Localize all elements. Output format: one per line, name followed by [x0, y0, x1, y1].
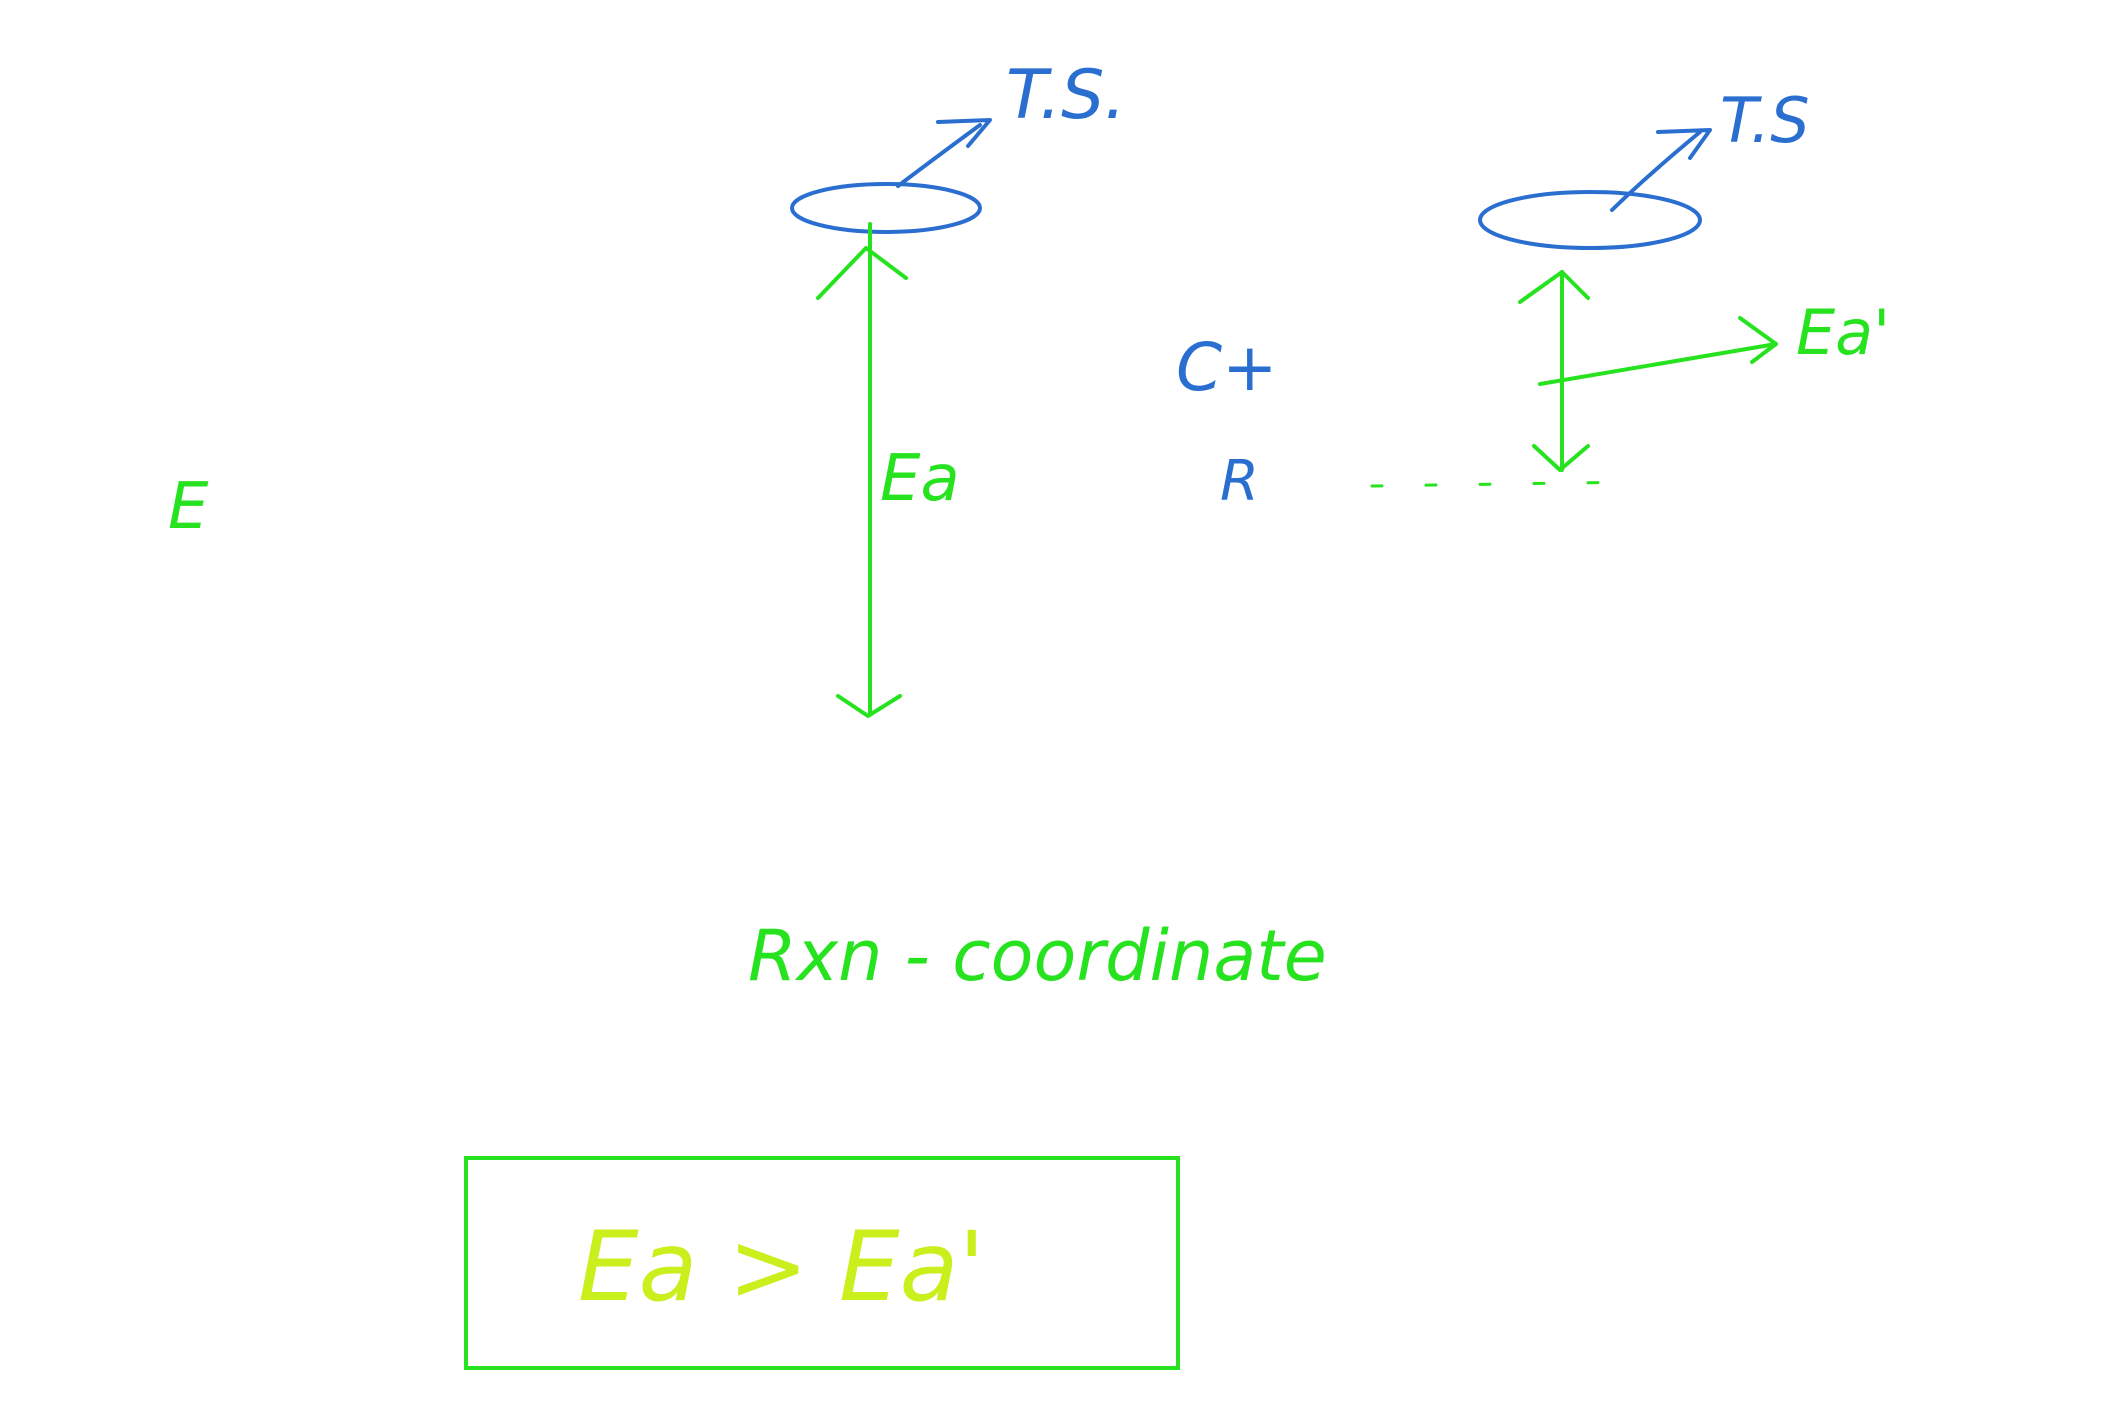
- ts-left-ellipse: [790, 182, 982, 234]
- reactant-level-dashes: [1370, 480, 1638, 488]
- ea-right-label: Ea': [1796, 296, 1890, 369]
- ts-right-ellipse: [1478, 190, 1702, 250]
- ea-right-arrow-head-down: [1532, 444, 1590, 472]
- ts-left-label: T.S.: [1006, 56, 1126, 135]
- reactant-label: R: [1220, 449, 1259, 514]
- left-barrier: [790, 118, 992, 718]
- ts-left-pointer-arrow: [896, 118, 992, 188]
- ts-right-pointer-arrow: [1610, 128, 1712, 212]
- ea-left-arrow-head-up: [816, 246, 908, 300]
- ea-left-label: Ea: [880, 442, 960, 516]
- reaction-coordinate-label: Rxn - coordinate: [748, 915, 1327, 997]
- conclusion-text: Ea > Ea': [578, 1211, 985, 1323]
- energy-axis-label: E: [168, 470, 209, 544]
- catalyst-label: C+: [1176, 329, 1277, 406]
- ea-right-pointer-arrow: [1538, 316, 1778, 386]
- ts-right-label: T.S: [1720, 84, 1810, 157]
- conclusion-box: [464, 1156, 1180, 1370]
- right-barrier: [1370, 128, 1778, 488]
- ea-left-arrow-head-down: [836, 694, 902, 718]
- ea-right-arrow-head-up: [1518, 270, 1590, 304]
